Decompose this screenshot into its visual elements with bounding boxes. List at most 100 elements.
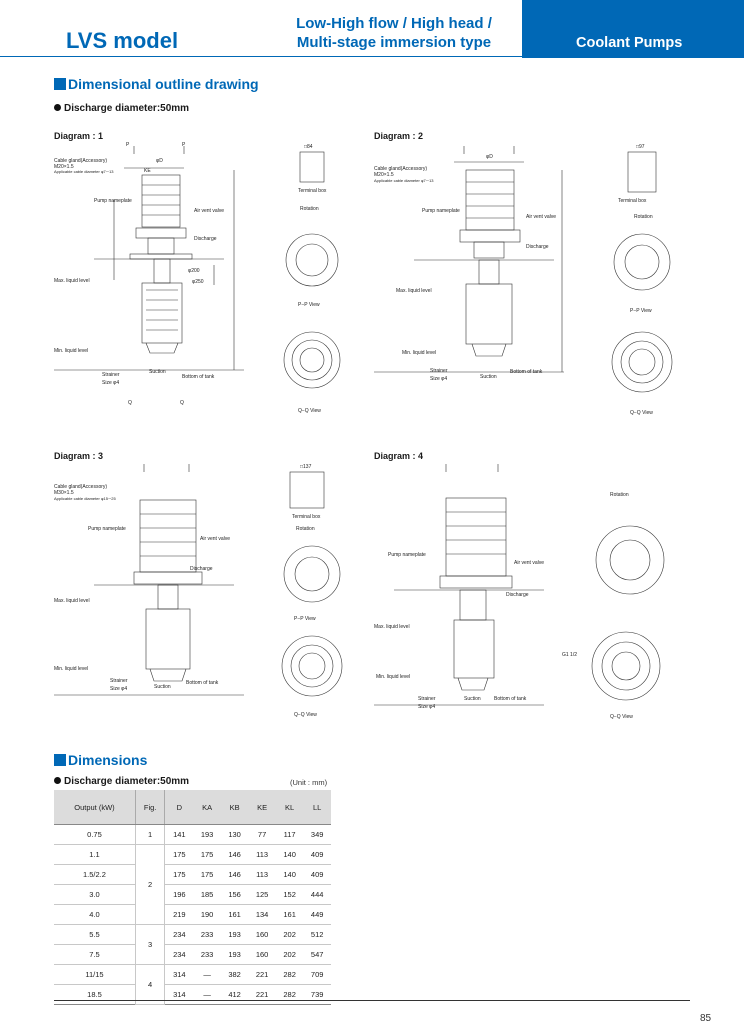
table-cell: 382 xyxy=(220,964,249,985)
cable-note-label: Applicable cable diameter φ7∼13 xyxy=(374,178,434,183)
terminal-box-label: Terminal box xyxy=(298,188,327,194)
category-banner: Coolant Pumps xyxy=(522,0,744,58)
min-level-label: Min. liquid level xyxy=(402,350,436,356)
table-cell: 202 xyxy=(275,924,304,945)
pp-view-label: P−P View xyxy=(630,308,652,314)
table-cell: 130 xyxy=(220,824,249,845)
column-header: Output (kW) xyxy=(54,790,136,825)
column-header: KA xyxy=(193,790,221,825)
category-label: Coolant Pumps xyxy=(576,35,683,51)
table-cell: 113 xyxy=(248,864,276,885)
terminal-box-label: Terminal box xyxy=(618,198,647,204)
max-level-label: Max. liquid level xyxy=(54,598,90,604)
table-cell: 146 xyxy=(220,844,249,865)
page-number: 85 xyxy=(700,1013,712,1024)
table-cell: 140 xyxy=(275,864,304,885)
table-cell: 141 xyxy=(164,824,194,845)
bottom-tank-label: Bottom of tank xyxy=(510,369,543,375)
cable-size-label: M30×1.5 xyxy=(54,490,74,496)
header-rule xyxy=(0,56,744,57)
diagram-2-views: □97 Terminal box Rotation P−P View Q−Q V… xyxy=(611,144,673,416)
table-cell: 349 xyxy=(303,824,331,845)
column-header: KB xyxy=(220,790,249,825)
pump-nameplate-label: Pump nameplate xyxy=(422,208,460,214)
table-cell: 175 xyxy=(193,864,221,885)
q-marker-right: Q xyxy=(180,400,184,406)
table-cell: 152 xyxy=(275,884,304,905)
table-cell: 3.0 xyxy=(54,884,136,905)
p-marker-right: P xyxy=(182,142,186,148)
phi-d-label: φD xyxy=(486,154,493,160)
table-cell: 134 xyxy=(248,904,276,925)
table-cell: 219 xyxy=(164,904,194,925)
qq-view-label: Q−Q View xyxy=(610,714,633,720)
rotation-label: Rotation xyxy=(610,492,629,498)
table-cell: 18.5 xyxy=(54,984,136,1005)
table-cell: 161 xyxy=(275,904,304,925)
table-cell: 77 xyxy=(248,824,276,845)
pump-nameplate-label: Pump nameplate xyxy=(88,526,126,532)
suction-label: Suction xyxy=(149,369,166,375)
diagram-3-views: □137 Terminal box Rotation P−P View Q−Q … xyxy=(281,464,343,718)
table-cell: 113 xyxy=(248,844,276,865)
phi250-label: φ250 xyxy=(192,279,204,285)
table-cell: 193 xyxy=(220,944,249,965)
section-dimensions-title: Dimensions xyxy=(54,752,147,768)
table-cell: 5.5 xyxy=(54,924,136,945)
discharge-label: Discharge xyxy=(506,592,529,598)
table-cell: 739 xyxy=(303,984,331,1005)
pp-view-label: P−P View xyxy=(298,302,320,308)
table-cell: 234 xyxy=(164,944,194,965)
table-cell: 547 xyxy=(303,944,331,965)
table-header-row: Output (kW) Fig. D KA KB KE KL LL xyxy=(54,790,331,825)
table-cell: 221 xyxy=(248,964,276,985)
square-bullet-icon xyxy=(54,78,66,90)
min-level-label: Min. liquid level xyxy=(376,674,410,680)
table-cell: 449 xyxy=(303,904,331,925)
table-cell: 125 xyxy=(248,884,276,905)
table-cell: 4 xyxy=(134,964,166,1005)
qq-view-label: Q−Q View xyxy=(298,408,321,414)
discharge-label: Discharge xyxy=(190,566,213,572)
strainer-label: Strainer xyxy=(110,678,128,684)
table-cell: 221 xyxy=(248,984,276,1005)
column-header: KE xyxy=(248,790,276,825)
diagram-2-label: Diagram : 2 xyxy=(374,131,424,141)
table-cell: 3 xyxy=(134,924,166,965)
table-cell: 314 xyxy=(164,964,194,985)
air-vent-label: Air vent valve xyxy=(200,536,230,542)
p-marker-left: P xyxy=(126,142,130,148)
table-cell: 233 xyxy=(193,924,221,945)
phi-d-label: φD xyxy=(156,158,163,164)
diagram-4-side-view: Pump nameplate Air vent valve Discharge … xyxy=(374,464,577,710)
strainer-label: Strainer xyxy=(102,372,120,378)
bottom-tank-label: Bottom of tank xyxy=(494,696,527,702)
table-cell: 161 xyxy=(220,904,249,925)
air-vent-label: Air vent valve xyxy=(514,560,544,566)
cable-gland-label: Cable gland(Accessory) xyxy=(374,166,427,172)
table-cell: 196 xyxy=(164,884,194,905)
bottom-tank-label: Bottom of tank xyxy=(182,374,215,380)
table-cell: 409 xyxy=(303,844,331,865)
table-cell: 2 xyxy=(134,844,166,925)
strainer-label: Strainer xyxy=(418,696,436,702)
air-vent-label: Air vent valve xyxy=(194,208,224,214)
table-cell: 202 xyxy=(275,944,304,965)
rotation-label: Rotation xyxy=(634,214,653,220)
square-bullet-icon xyxy=(54,754,66,766)
cable-note-label: Applicable cable diameter φ15∼25 xyxy=(54,496,117,501)
table-cell: 409 xyxy=(303,864,331,885)
table-cell: 233 xyxy=(193,944,221,965)
max-level-label: Max. liquid level xyxy=(54,278,90,284)
terminal-box-label: Terminal box xyxy=(292,514,321,520)
cable-size-label: M20×1.5 xyxy=(54,164,74,170)
table-cell: 7.5 xyxy=(54,944,136,965)
